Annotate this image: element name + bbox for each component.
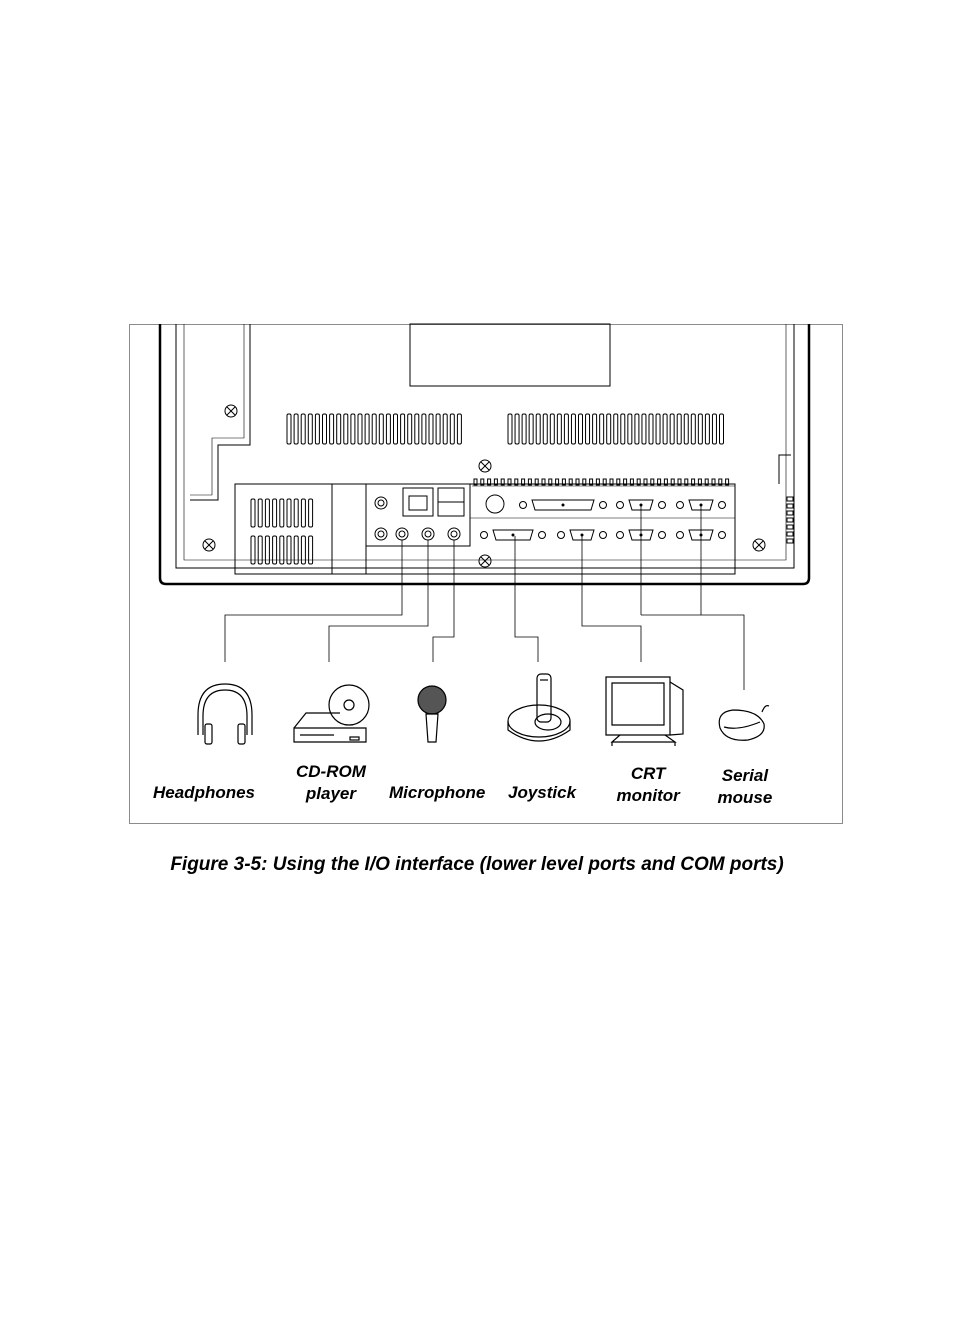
screw [478, 459, 492, 473]
screw [752, 538, 766, 552]
connecting-lines [224, 505, 745, 690]
serial-mouse-icon [718, 705, 770, 741]
network-jacks [402, 487, 465, 517]
crt-label-line: CRT [630, 764, 666, 783]
crt-label-line: monitor [616, 786, 680, 805]
headphones-label: Headphones [153, 782, 255, 804]
microphone-label: Microphone [389, 782, 485, 804]
ps2-port [485, 494, 505, 514]
cdrom-label: CD-ROM player [296, 761, 366, 805]
panel-back [158, 323, 811, 586]
dsub-connectors [480, 499, 726, 541]
screw [224, 404, 238, 418]
cdrom-label-line: player [305, 784, 356, 803]
mouse-label-line: Serial [721, 766, 769, 785]
joystick-icon [507, 673, 571, 742]
cdrom-player-icon [293, 684, 370, 743]
dsub-port [557, 529, 607, 541]
screw [202, 538, 216, 552]
microphone-label-line: Microphone [389, 783, 486, 802]
audio-jacks [374, 496, 461, 541]
side-vents [473, 478, 794, 544]
headphones-label-line: Headphones [153, 783, 256, 802]
mounting-screws [202, 404, 766, 568]
mouse-label: Serial mouse [718, 765, 773, 809]
screw [478, 554, 492, 568]
mouse-label-line: mouse [717, 788, 773, 807]
crt-label: CRT monitor [617, 763, 680, 807]
dsub-port [480, 529, 546, 541]
figure-caption: Figure 3-5: Using the I/O interface (low… [170, 854, 784, 875]
joystick-label: Joystick [508, 782, 576, 804]
dsub-port [616, 499, 666, 511]
dsub-port [519, 499, 607, 511]
left-vents [250, 498, 314, 565]
crt-monitor-icon [605, 676, 684, 746]
joystick-label-line: Joystick [508, 783, 577, 802]
top-vents [286, 413, 724, 445]
headphones-icon [197, 683, 253, 745]
io-block [234, 483, 736, 575]
microphone-icon [417, 685, 447, 743]
cdrom-label-line: CD-ROM [296, 762, 366, 781]
dsub-port [676, 499, 726, 511]
